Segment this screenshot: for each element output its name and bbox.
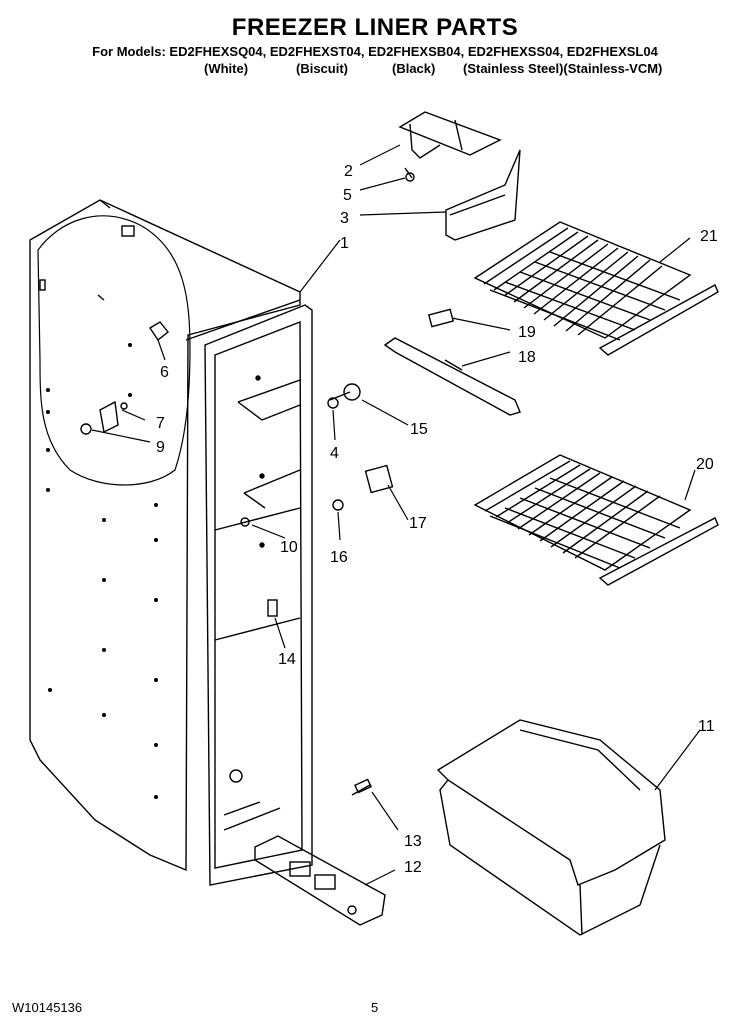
side-bracket	[80, 321, 169, 435]
callout-3: 3	[340, 210, 349, 227]
wire-shelf-21	[473, 221, 719, 356]
finish-stainless: (Stainless Steel)(Stainless-VCM)	[463, 61, 663, 76]
callout-18: 18	[518, 349, 536, 366]
callout-12: 12	[404, 859, 422, 876]
callout-1: 1	[340, 235, 349, 252]
model-list: For Models: ED2FHEXSQ04, ED2FHEXST04, ED…	[92, 44, 658, 59]
finish-biscuit: (Biscuit)	[296, 61, 348, 76]
callout-16: 16	[330, 549, 348, 566]
page-title: FREEZER LINER PARTS	[231, 14, 519, 41]
callout-15: 15	[410, 421, 428, 438]
callout-20: 20	[696, 456, 714, 473]
doc-number: W10145136	[12, 1000, 83, 1015]
bracket-assembly	[398, 111, 521, 241]
bottom-bracket	[254, 778, 386, 926]
callout-4: 4	[330, 445, 339, 462]
page-number: 5	[371, 1000, 379, 1015]
callout-7: 7	[156, 415, 165, 432]
shelf-supports	[327, 383, 394, 511]
callout-labels: 1 2 3 4 5 6 7 9 10 11 12 13 14 15 16 17 …	[156, 163, 718, 876]
finish-white: (White)	[204, 61, 249, 76]
callout-13: 13	[404, 833, 422, 850]
callout-11: 11	[698, 718, 715, 735]
finish-black: (Black)	[392, 61, 436, 76]
callout-2: 2	[344, 163, 353, 180]
callout-17: 17	[409, 515, 427, 532]
callout-14: 14	[278, 651, 296, 668]
callout-9: 9	[156, 439, 165, 456]
ice-bin-11	[436, 719, 666, 936]
wire-shelf-20	[473, 454, 719, 586]
callout-19: 19	[518, 324, 536, 341]
shelf-rail-18	[383, 308, 521, 416]
freezer-liner	[204, 304, 313, 886]
cabinet-shell	[29, 199, 301, 872]
leader-lines	[91, 144, 701, 886]
callout-10: 10	[280, 539, 298, 556]
callout-6: 6	[160, 364, 169, 381]
callout-5: 5	[343, 187, 352, 204]
callout-21: 21	[700, 228, 718, 245]
